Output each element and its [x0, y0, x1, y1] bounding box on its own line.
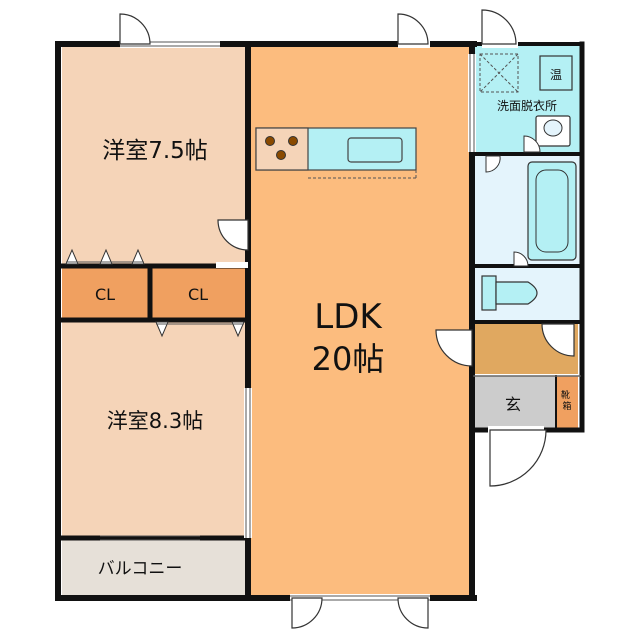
- ldk-size-label: 20帖: [312, 340, 385, 378]
- door-swings: [119, 9, 575, 629]
- shoe-box: [556, 376, 578, 428]
- balcony-label: バルコニー: [98, 559, 183, 579]
- ldk-label: LDK: [314, 297, 383, 337]
- western-room-1-label: 洋室7.5帖: [102, 138, 208, 164]
- western-room-1: [62, 46, 248, 264]
- balcony: [62, 540, 248, 596]
- closet-1-label: CL: [95, 285, 115, 304]
- toilet-icon: [481, 275, 497, 311]
- closet-2: [152, 266, 246, 320]
- stove-icon: [255, 127, 309, 171]
- closet-2-label: CL: [188, 285, 208, 304]
- entrance-label: 玄: [505, 395, 521, 414]
- western-room-2: [62, 322, 248, 538]
- sink-icon: [347, 137, 403, 163]
- closet-1: [62, 266, 148, 320]
- western-room-2-label: 洋室8.3帖: [107, 409, 203, 433]
- water-heater-label: 温: [550, 68, 562, 82]
- water-heater-icon: [539, 55, 573, 91]
- entrance: [474, 376, 556, 428]
- shoe-box-label: 靴 箱: [561, 389, 573, 412]
- washroom-label: 洗面脱衣所: [497, 98, 557, 113]
